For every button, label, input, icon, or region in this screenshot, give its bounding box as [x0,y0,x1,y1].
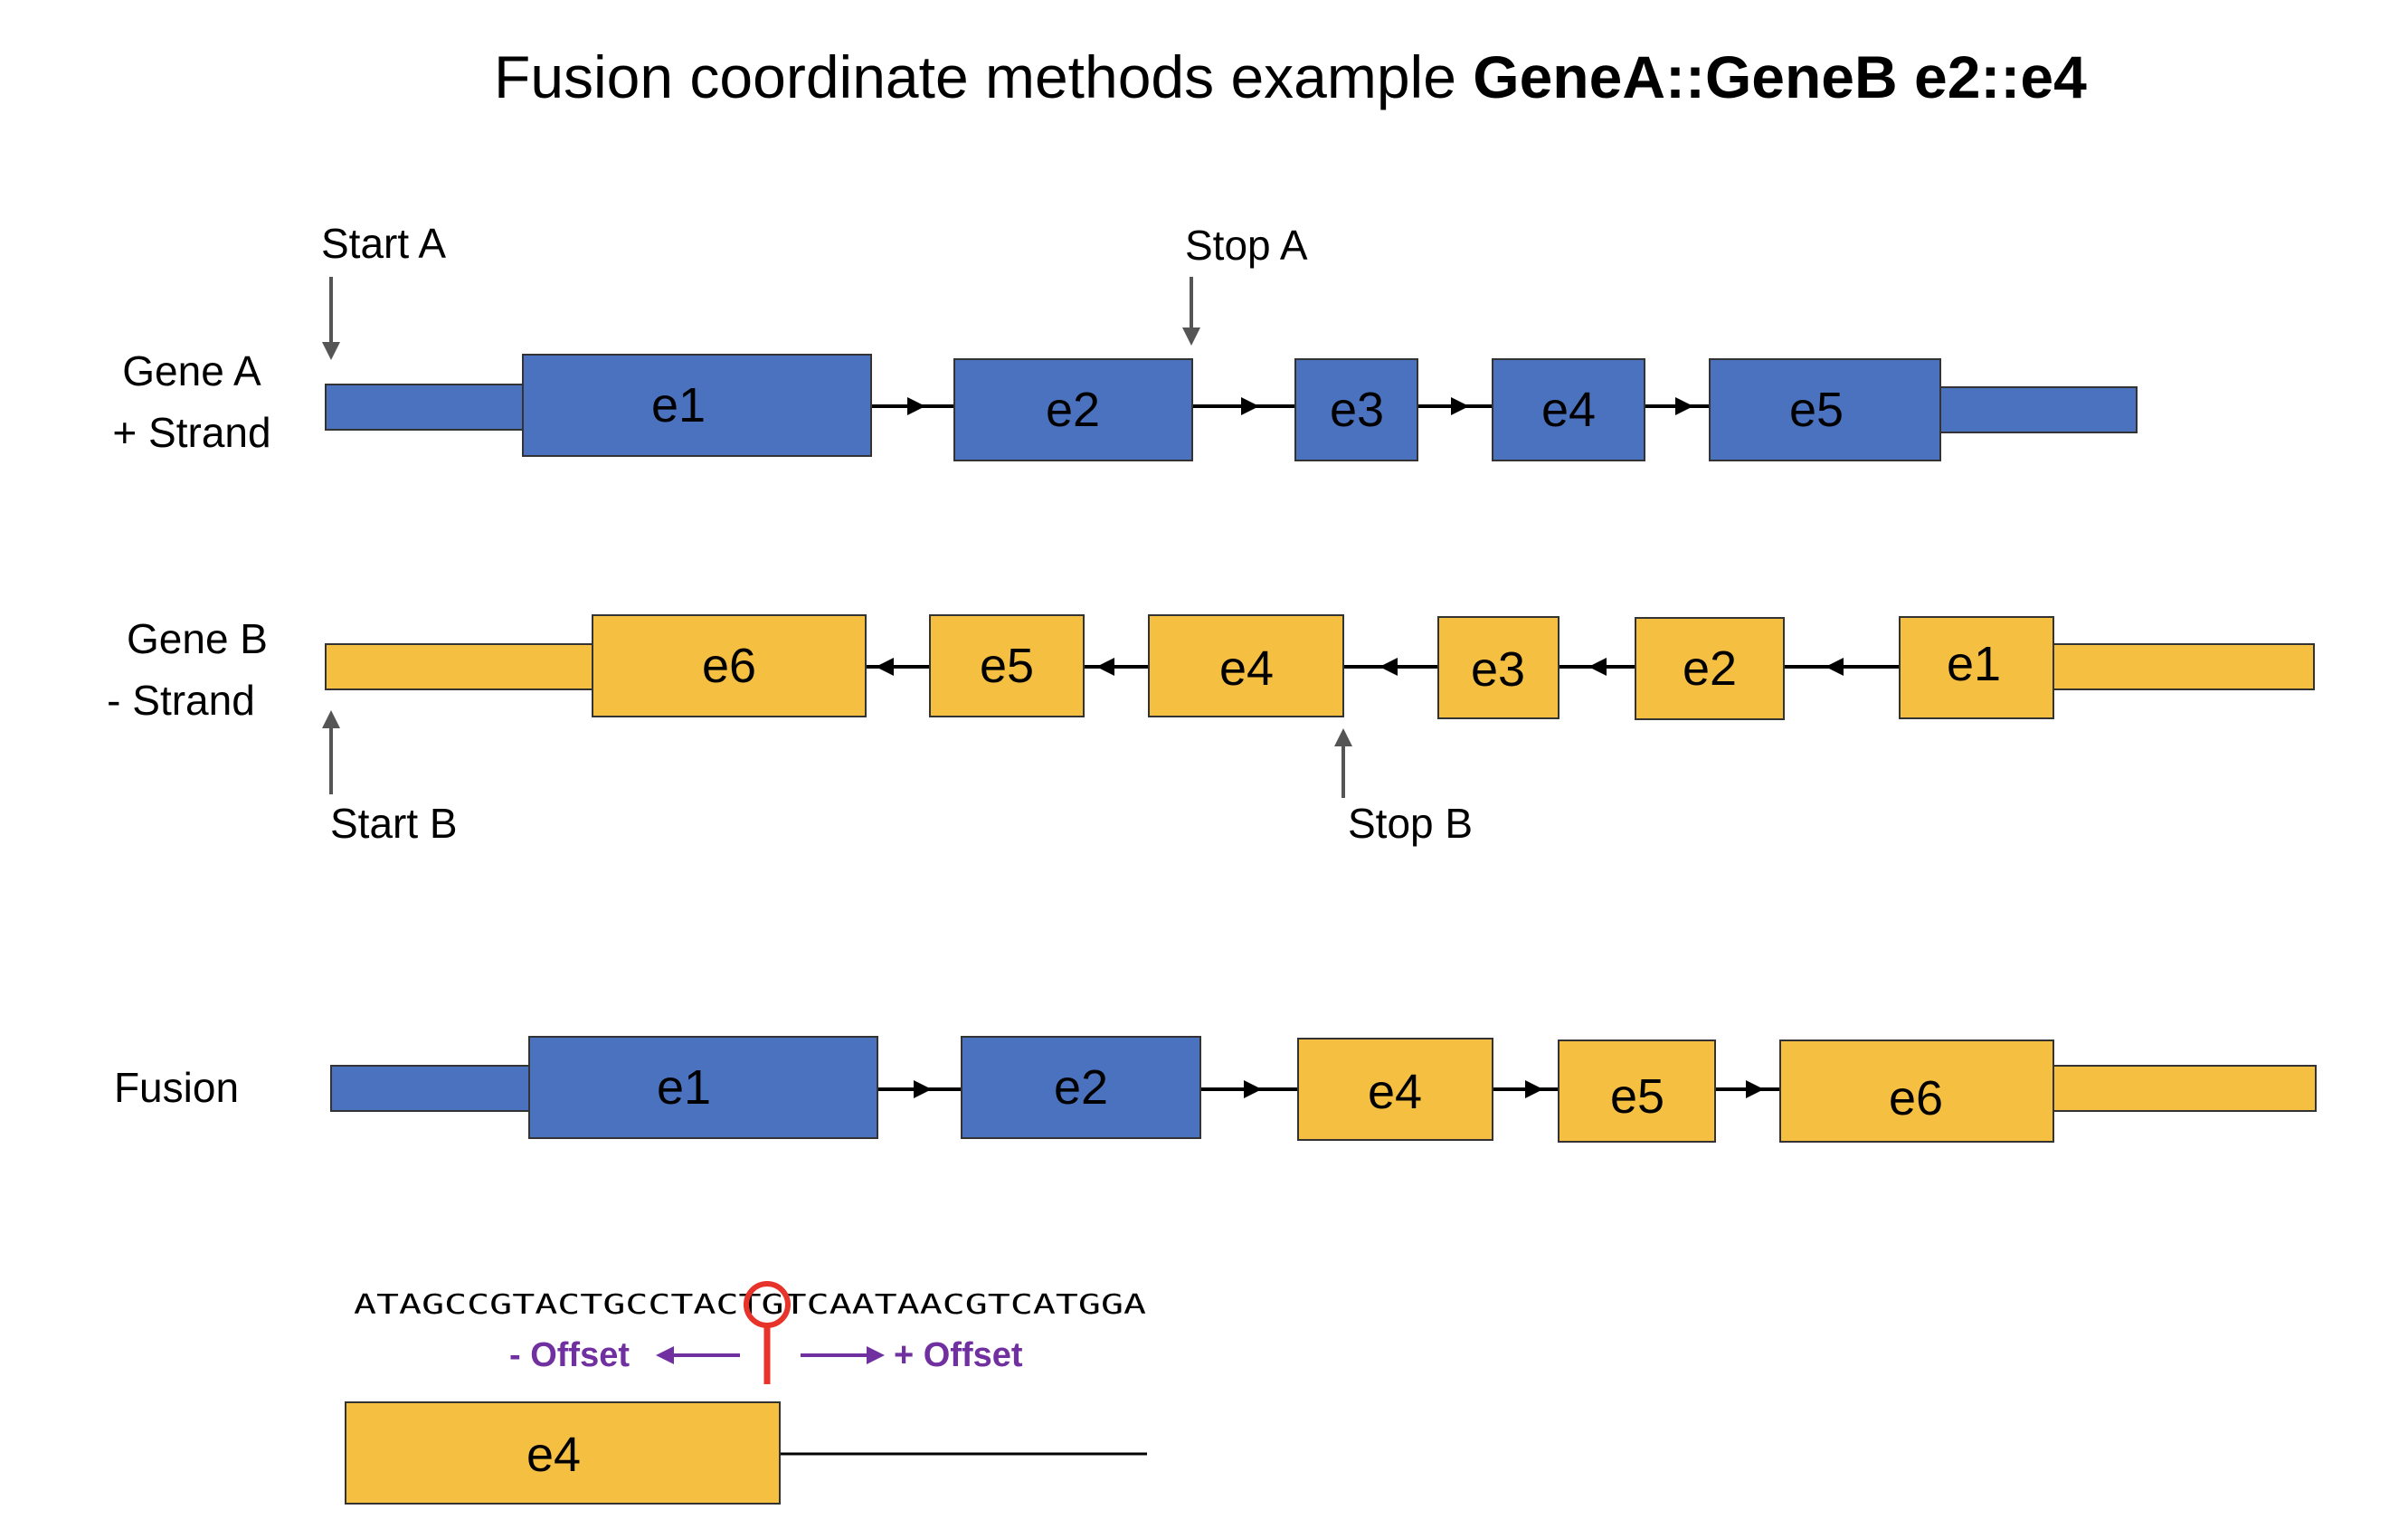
fusion-exon-3-label: e4 [1368,1065,1422,1119]
gene-a-exon-5 [1709,358,1941,461]
gene-a-exon-1 [522,354,872,457]
fusion-exon-5-label: e6 [1889,1071,1943,1125]
gene-b-exon-4 [1148,614,1344,717]
title-bold: GeneA::GeneB e2::e4 [1473,43,2087,110]
gene-a-exon-2 [953,358,1193,461]
gene-b-3-utr [2051,643,2315,690]
gene-a-exon-1-label: e1 [651,378,706,432]
gene-b-exon-6 [592,614,867,717]
breakpoint-detail: ATAGCCGTACTGCCTACTGTCAATAACGTCATGGA - Of… [345,1281,1147,1505]
fusion-exon-1 [528,1036,878,1139]
gene-b-exon-1 [1899,616,2054,719]
fusion-exon-4 [1558,1040,1716,1143]
gene-a-exon-4 [1492,358,1645,461]
gene-a-exon-2-label: e2 [1046,383,1100,437]
start-b-label: Start B [330,800,458,847]
gene-a-exon-4-label: e4 [1541,383,1596,437]
gene-a-label: Gene A [122,347,261,394]
gene-b-strand-label: - Strand [107,677,255,724]
start-a-label: Start A [321,220,446,267]
fusion-exon-1-label: e1 [657,1060,711,1115]
gene-b-exon-3-label: e3 [1471,642,1525,697]
fusion-exon-4-label: e5 [1610,1069,1664,1124]
gene-a-5-utr [325,384,526,431]
gene-a-3-utr [1935,386,2138,433]
gene-a-exon-3-label: e3 [1330,383,1384,437]
gene-b-exon-5 [929,614,1085,717]
gene-b-5-utr [325,643,593,690]
plus-offset-label: + Offset [894,1336,1023,1374]
fusion-exon-5 [1779,1040,2054,1143]
diagram-title: Fusion coordinate methods example GeneA:… [494,43,2087,110]
gene-a-exon-5-label: e5 [1789,383,1844,437]
fusion-track: Fusion e1 e2 e4 e5 e6 [114,1036,2317,1143]
fusion-label: Fusion [114,1064,239,1111]
gene-a-exon-3 [1294,358,1418,461]
gene-b-label: Gene B [127,615,268,662]
minus-offset-label: - Offset [509,1336,630,1374]
gene-a-track: Gene A + Strand Start A Stop A e1 e2 e3 … [112,220,2138,461]
fusion-exon-3 [1297,1038,1493,1141]
detail-exon [345,1401,781,1505]
gene-a-strand-label: + Strand [112,409,270,456]
gene-b-exon-6-label: e6 [702,639,756,693]
gene-b-exon-2 [1635,617,1785,720]
gene-b-exon-1-label: e1 [1947,637,2001,691]
fusion-exon-2-label: e2 [1054,1060,1108,1115]
gene-b-exon-2-label: e2 [1683,641,1737,696]
title-prefix: Fusion coordinate methods example [494,43,1473,110]
gene-b-exon-4-label: e4 [1219,641,1274,696]
stop-b-label: Stop B [1348,800,1473,847]
gene-b-track: Gene B - Strand Start B Stop B e6 e5 e4 … [107,614,2315,847]
gene-b-exon-3 [1437,616,1560,719]
fusion-exon-2 [961,1036,1201,1139]
gene-b-exon-5-label: e5 [980,639,1034,693]
stop-a-label: Stop A [1185,222,1308,269]
detail-exon-label: e4 [526,1428,581,1482]
fusion-3-utr [2051,1065,2317,1112]
fusion-5-utr [330,1065,531,1112]
